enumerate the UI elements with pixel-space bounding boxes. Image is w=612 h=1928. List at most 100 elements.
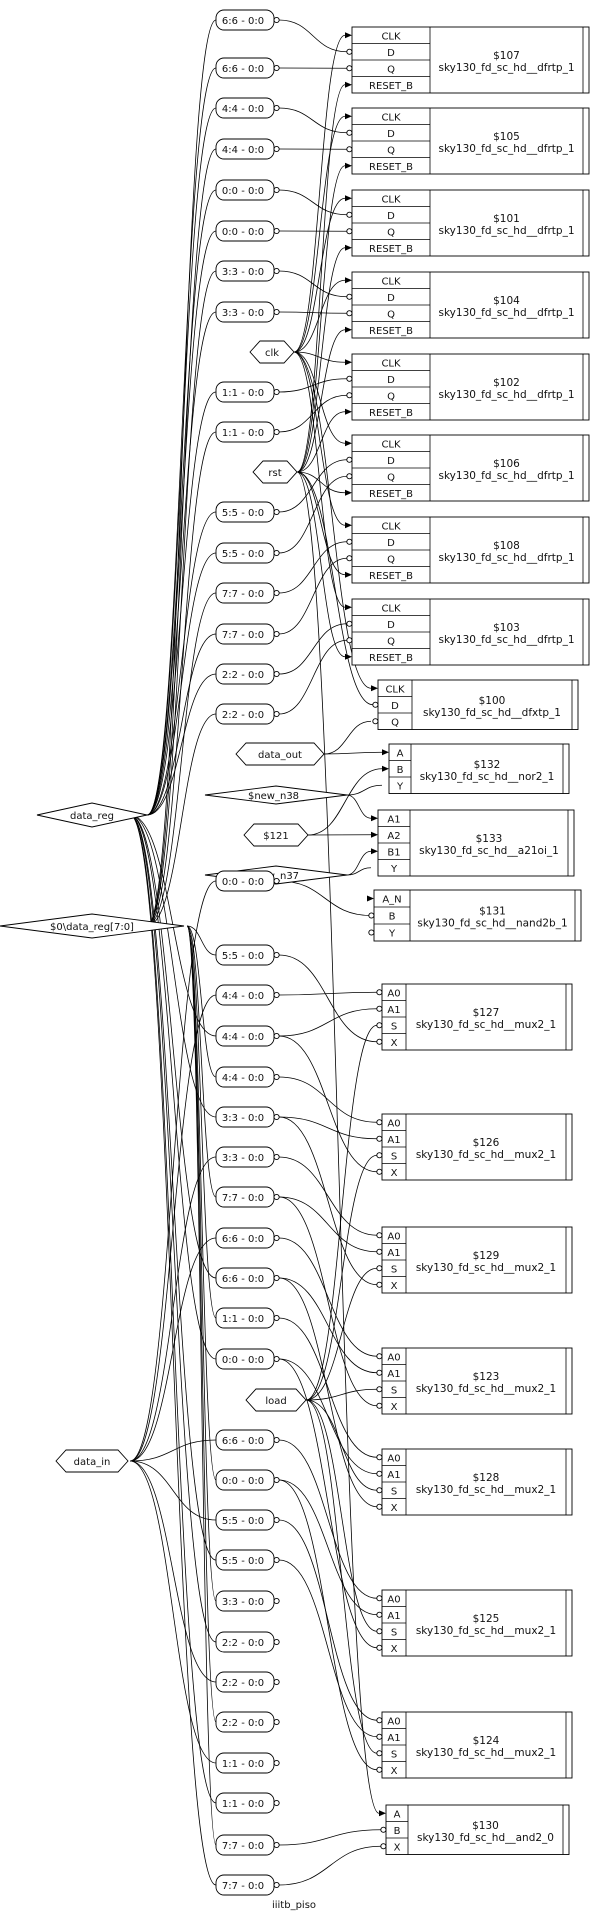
pin-q: Q (387, 145, 395, 156)
wire (129, 814, 217, 1279)
bus-slice-label: 3:3 - 0:0 (222, 267, 264, 278)
pin-arrow (345, 113, 352, 120)
pin-bubble (376, 1503, 383, 1510)
wire (129, 814, 217, 1886)
bus-slice-label: 5:5 - 0:0 (222, 1556, 264, 1567)
pin-bubble (376, 1281, 383, 1288)
pin-b: B (389, 912, 396, 923)
wire (296, 411, 346, 473)
pin-arrow (379, 1810, 386, 1817)
wire (146, 311, 217, 816)
wire (278, 1358, 378, 1475)
pin-bubble (273, 549, 280, 557)
wire (305, 1024, 378, 1401)
pin-q: Q (387, 636, 395, 647)
bus-slice-label: 1:1 - 0:0 (222, 388, 264, 399)
wire (305, 1154, 378, 1401)
pin-bubble (273, 710, 280, 718)
pin-x: X (391, 1402, 398, 1413)
bus-slice-label: 6:6 - 0:0 (222, 16, 264, 27)
bus-slice-label: 4:4 - 0:0 (222, 104, 264, 115)
pin-bubble (376, 1487, 383, 1494)
pin-bubble (273, 1073, 280, 1081)
pin-x: X (391, 1766, 398, 1777)
pin-a0: A0 (387, 1118, 400, 1129)
bus-slice-label: 0:0 - 0:0 (222, 1355, 264, 1366)
pin-arrow (367, 895, 374, 902)
nor2-cell (388, 743, 570, 794)
bus-slice-label: 7:7 - 0:0 (222, 630, 264, 641)
bus-slice-label: 7:7 - 0:0 (222, 1881, 264, 1892)
wire (278, 639, 348, 715)
wire (278, 1519, 378, 1721)
pin-bubble (368, 929, 375, 936)
port-rst-label: rst (268, 468, 281, 479)
port-clk (249, 340, 295, 364)
wire (278, 991, 378, 996)
mux-cell-128 (381, 1448, 573, 1516)
pin-bubble (346, 456, 353, 463)
bus-slice-label: 0:0 - 0:0 (222, 186, 264, 197)
port-data-reg-bus (0, 913, 185, 939)
pin-s: S (391, 1264, 397, 1275)
pin-arrow (382, 765, 389, 772)
mux-cell-125-type: sky130_fd_sc_hd__mux2_1 (416, 1625, 556, 1637)
pin-arrow (382, 749, 389, 756)
nodes-layer: CLKDQRESET_B$107sky130_fd_sc_hd__dfrtp_1… (0, 9, 590, 1896)
dff-cell-103-type: sky130_fd_sc_hd__dfrtp_1 (439, 634, 575, 646)
pin-bubble (273, 1597, 280, 1605)
pin-bubble (273, 1032, 280, 1040)
pin-a1: A1 (387, 1611, 400, 1622)
bus-slice-label: 0:0 - 0:0 (222, 1476, 264, 1487)
pin-bubble (273, 1153, 280, 1161)
bus-slice-label: 4:4 - 0:0 (222, 1073, 264, 1084)
wire (146, 148, 217, 927)
pin-bubble (273, 1678, 280, 1686)
diagram-title: iiitb_piso (272, 1900, 316, 1911)
wire (146, 431, 217, 927)
pin-bubble (273, 16, 280, 24)
pin-bubble (376, 1470, 383, 1477)
pin-bubble (376, 1168, 383, 1175)
pin-clk: CLK (381, 112, 401, 123)
wire (278, 954, 378, 1043)
pin-bubble (273, 1274, 280, 1282)
wire (278, 1559, 378, 1738)
port-data-out (235, 742, 325, 766)
pin-bubble (273, 1476, 280, 1484)
bus-slice-label: 5:5 - 0:0 (222, 508, 264, 519)
pin-bubble (372, 701, 379, 708)
mux-cell-128-id: $128 (473, 1472, 500, 1484)
port-new-n38 (204, 785, 348, 805)
wire (296, 471, 374, 706)
bus-slice-label: 2:2 - 0:0 (222, 710, 264, 721)
mux-cell-126 (381, 1113, 573, 1181)
wire (278, 1196, 378, 1407)
pin-bubble (376, 1265, 383, 1272)
pin-q: Q (387, 554, 395, 565)
pin-bubble (273, 1881, 280, 1889)
pin-bubble (273, 1516, 280, 1524)
pin-a: A (397, 748, 404, 759)
nor2-cell-id: $132 (474, 759, 501, 771)
wire (146, 107, 217, 816)
pin-bubble (346, 65, 353, 72)
pin-bubble (273, 670, 280, 678)
pin-reset-b: RESET_B (369, 653, 413, 664)
pin-bubble (273, 1556, 280, 1564)
wire (278, 1358, 378, 1649)
pin-bubble (376, 1135, 383, 1142)
pin-bubble (346, 228, 353, 235)
a21oi-cell-type: sky130_fd_sc_hd__a21oi_1 (419, 845, 559, 857)
pin-arrow (345, 408, 352, 415)
pin-a1: A1 (387, 1005, 400, 1016)
wire (278, 1035, 378, 1173)
wire (186, 925, 217, 1846)
bus-slice-label: 1:1 - 0:0 (222, 1759, 264, 1770)
port-load-label: load (265, 1396, 286, 1407)
pin-q: Q (387, 227, 395, 238)
dff-cell-105-type: sky130_fd_sc_hd__dfrtp_1 (439, 143, 575, 155)
pin-arrow (345, 489, 352, 496)
a21oi-cell (377, 809, 575, 877)
